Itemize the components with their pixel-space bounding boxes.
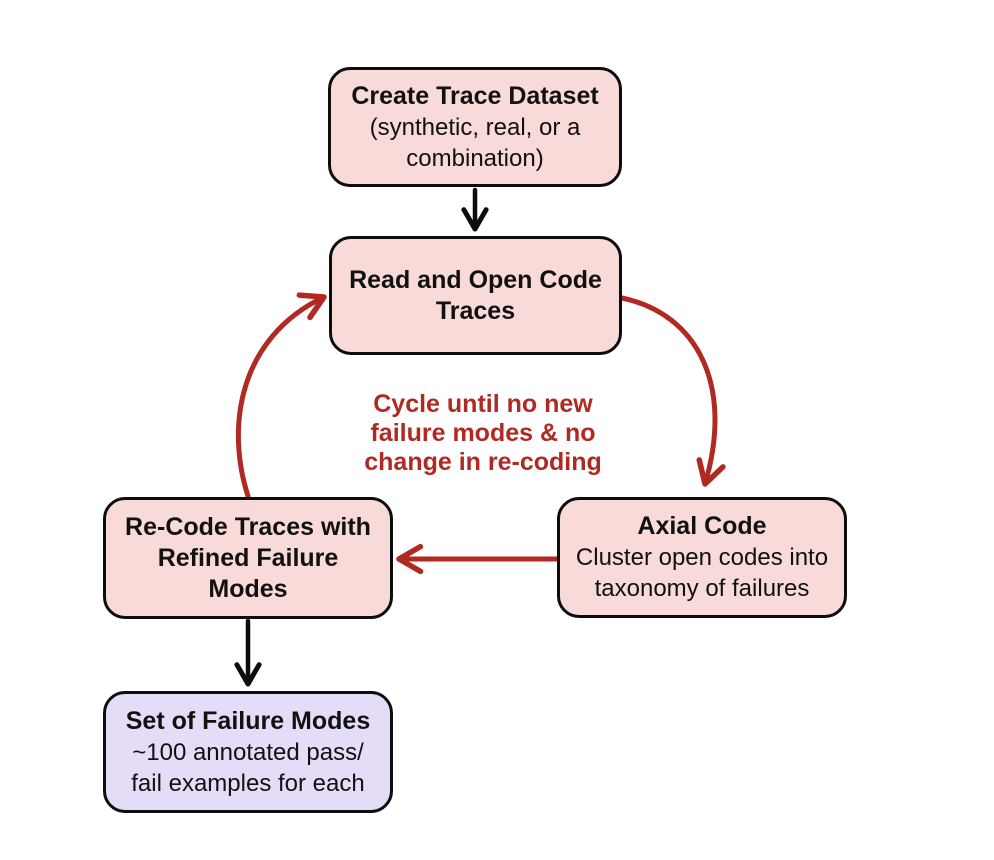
node-title-line: Traces — [435, 296, 516, 325]
node-subtitle-line: combination) — [406, 144, 544, 172]
node-title-line: Modes — [208, 574, 288, 603]
arrow-recode-to-read-curve — [235, 292, 327, 499]
node-set-of-failure-modes: Set of Failure Modes ~100 annotated pass… — [103, 691, 393, 813]
node-subtitle-line: (synthetic, real, or a — [369, 113, 581, 141]
node-title: Axial Code — [637, 512, 767, 540]
arrow-read-to-axial-curve — [619, 295, 726, 487]
cycle-note-line: change in re-coding — [364, 448, 602, 476]
cycle-note-line: failure modes & no — [370, 419, 596, 447]
node-recode-traces: Re-Code Traces with Refined Failure Mode… — [103, 497, 393, 619]
node-title: Set of Failure Modes — [125, 706, 371, 735]
node-create-trace-dataset: Create Trace Dataset (synthetic, real, o… — [328, 67, 622, 187]
node-read-open-code-traces: Read and Open Code Traces — [329, 236, 622, 355]
node-subtitle-line: ~100 annotated pass/ — [132, 738, 364, 766]
node-title: Create Trace Dataset — [351, 81, 599, 110]
node-subtitle-line: Cluster open codes into — [575, 544, 829, 571]
cycle-note-line: Cycle until no new — [373, 390, 593, 418]
cycle-note: Cycle until no new failure modes & no ch… — [353, 390, 613, 477]
node-subtitle-line: taxonomy of failures — [594, 575, 810, 602]
node-axial-code: Axial Code Cluster open codes into taxon… — [557, 497, 847, 618]
node-title-line: Refined Failure — [157, 543, 339, 572]
node-subtitle-line: fail examples for each — [131, 769, 365, 797]
node-title-line: Re-Code Traces with — [125, 512, 371, 541]
node-title-line: Read and Open Code — [349, 265, 602, 294]
